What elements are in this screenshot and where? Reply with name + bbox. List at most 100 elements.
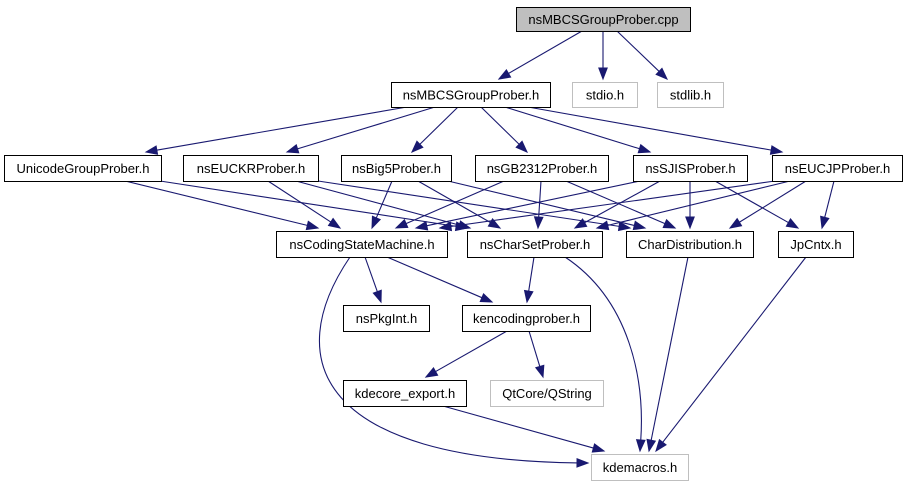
node-UnicodeGroupProber-h[interactable]: UnicodeGroupProber.h: [4, 155, 162, 182]
arrow-head-icon: [372, 289, 382, 304]
node-nsCharSetProber-h[interactable]: nsCharSetProber.h: [467, 231, 603, 258]
node-box[interactable]: [343, 380, 467, 407]
node-label: nsGB2312Prober.h: [487, 161, 598, 176]
edge-nsEUCKRProber-h-to-nsCodingStateMachine-h: [267, 180, 342, 229]
node-nsEUCJPProber-h[interactable]: nsEUCJPProber.h: [772, 155, 903, 182]
node-label: nsMBCSGroupProber.h: [403, 88, 540, 103]
edge-line: [538, 180, 542, 219]
node-box[interactable]: [391, 82, 551, 108]
edge-root-to-stdlib-h: [616, 30, 669, 80]
edge-nsGB2312Prober-h-to-CharDistribution-h: [565, 180, 677, 229]
edge-line: [418, 106, 459, 146]
arrow-head-icon: [646, 438, 657, 453]
edge-CharDistribution-h-to-kdemacros-h: [646, 256, 689, 453]
node-box[interactable]: [183, 155, 319, 182]
edge-nsEUCJPProber-h-to-nsCharSetProber-h: [595, 180, 791, 231]
edge-nsMBCSGroupProber-h-to-UnicodeGroupProber-h: [144, 106, 408, 155]
arrow-head-icon: [414, 220, 429, 231]
nodes-layer: nsMBCSGroupProber.cpp nsMBCSGroupProber.h…: [4, 7, 903, 481]
node-box: [657, 82, 724, 108]
edge-line: [319, 256, 579, 464]
node-box[interactable]: [626, 231, 754, 258]
arrow-head-icon: [144, 145, 159, 155]
node-nsBig5Prober-h[interactable]: nsBig5Prober.h: [341, 155, 452, 182]
edge-line: [442, 405, 595, 449]
node-box[interactable]: [475, 155, 609, 182]
edge-nsCodingStateMachine-h-to-nsPkgInt-h: [364, 256, 382, 304]
node-stdlib-h: stdlib.h: [657, 82, 724, 108]
edge-nsEUCJPProber-h-to-JpCntx-h: [820, 180, 835, 230]
node-box[interactable]: [516, 7, 691, 32]
node-box[interactable]: [633, 155, 748, 182]
edge-line: [449, 180, 776, 228]
node-QtCore-QString: QtCore/QString: [490, 380, 604, 407]
node-root[interactable]: nsMBCSGroupProber.cpp: [516, 7, 691, 32]
node-nsMBCSGroupProber-h[interactable]: nsMBCSGroupProber.h: [391, 82, 551, 108]
node-label: stdio.h: [586, 88, 624, 103]
arrow-head-icon: [662, 218, 677, 229]
edge-nsCharSetProber-h-to-kdemacros-h: [564, 256, 646, 453]
arrow-head-icon: [515, 140, 529, 153]
arrow-head-icon: [617, 221, 632, 232]
node-box[interactable]: [4, 155, 162, 182]
node-box[interactable]: [343, 305, 430, 332]
node-box[interactable]: [772, 155, 903, 182]
node-kdecore-export-h[interactable]: kdecore_export.h: [343, 380, 467, 407]
edge-kencodingprober-h-to-QtCore-QString: [528, 330, 545, 379]
edge-nsCodingStateMachine-h-to-kencodingprober-h: [386, 256, 494, 303]
node-box[interactable]: [467, 231, 603, 258]
arrow-head-icon: [573, 218, 588, 229]
arrow-head-icon: [305, 220, 320, 231]
node-label: nsEUCJPProber.h: [785, 161, 891, 176]
arrow-head-icon: [533, 216, 544, 230]
edge-root-to-stdio-h: [598, 31, 608, 81]
node-nsSJISProber-h[interactable]: nsSJISProber.h: [633, 155, 748, 182]
node-nsEUCKRProber-h[interactable]: nsEUCKRProber.h: [183, 155, 319, 182]
edge-kencodingprober-h-to-kdecore-export-h: [424, 330, 508, 378]
node-box[interactable]: [276, 231, 448, 258]
arrow-head-icon: [576, 457, 590, 468]
edge-nsCharSetProber-h-to-kencodingprober-h: [523, 256, 535, 304]
edge-line: [267, 180, 332, 223]
node-box[interactable]: [778, 231, 854, 258]
edge-line: [434, 330, 508, 373]
node-box[interactable]: [341, 155, 452, 182]
node-CharDistribution-h[interactable]: CharDistribution.h: [626, 231, 754, 258]
node-box[interactable]: [462, 305, 591, 332]
node-nsCodingStateMachine-h[interactable]: nsCodingStateMachine.h: [276, 231, 448, 258]
edge-line: [124, 180, 309, 227]
edge-line: [527, 256, 535, 293]
edge-line: [661, 256, 807, 444]
arrow-head-icon: [479, 292, 494, 303]
arrow-head-icon: [769, 145, 784, 155]
edge-nsBig5Prober-h-to-nsCodingStateMachine-h: [371, 180, 393, 230]
node-label: kdecore_export.h: [355, 386, 455, 401]
edge-line: [480, 106, 521, 146]
node-label: nsMBCSGroupProber.cpp: [528, 12, 678, 27]
arrow-head-icon: [655, 438, 667, 453]
node-label: nsCodingStateMachine.h: [289, 237, 434, 252]
edge-nsMBCSGroupProber-h-to-nsEUCJPProber-h: [527, 106, 784, 155]
arrow-head-icon: [685, 216, 695, 230]
edge-nsEUCKRProber-h-to-CharDistribution-h: [317, 180, 632, 232]
arrow-head-icon: [632, 220, 647, 231]
edge-line: [404, 180, 505, 225]
node-nsPkgInt-h[interactable]: nsPkgInt.h: [343, 305, 430, 332]
edge-line: [606, 180, 791, 227]
edge-nsMBCSGroupProber-h-to-nsSJISProber-h: [504, 106, 652, 154]
node-kdemacros-h: kdemacros.h: [591, 454, 689, 481]
node-label: UnicodeGroupProber.h: [17, 161, 150, 176]
edge-nsGB2312Prober-h-to-nsCharSetProber-h: [533, 180, 544, 230]
node-label: nsEUCKRProber.h: [197, 161, 305, 176]
arrow-head-icon: [598, 67, 608, 81]
node-label: CharDistribution.h: [638, 237, 742, 252]
node-JpCntx-h[interactable]: JpCntx.h: [778, 231, 854, 258]
arrow-head-icon: [785, 218, 800, 229]
node-label: JpCntx.h: [790, 237, 841, 252]
node-kencodingprober-h[interactable]: kencodingprober.h: [462, 305, 591, 332]
node-label: nsBig5Prober.h: [352, 161, 441, 176]
node-label: nsCharSetProber.h: [480, 237, 591, 252]
node-box: [490, 380, 604, 407]
node-nsGB2312Prober-h[interactable]: nsGB2312Prober.h: [475, 155, 609, 182]
node-label: kdemacros.h: [603, 460, 677, 475]
